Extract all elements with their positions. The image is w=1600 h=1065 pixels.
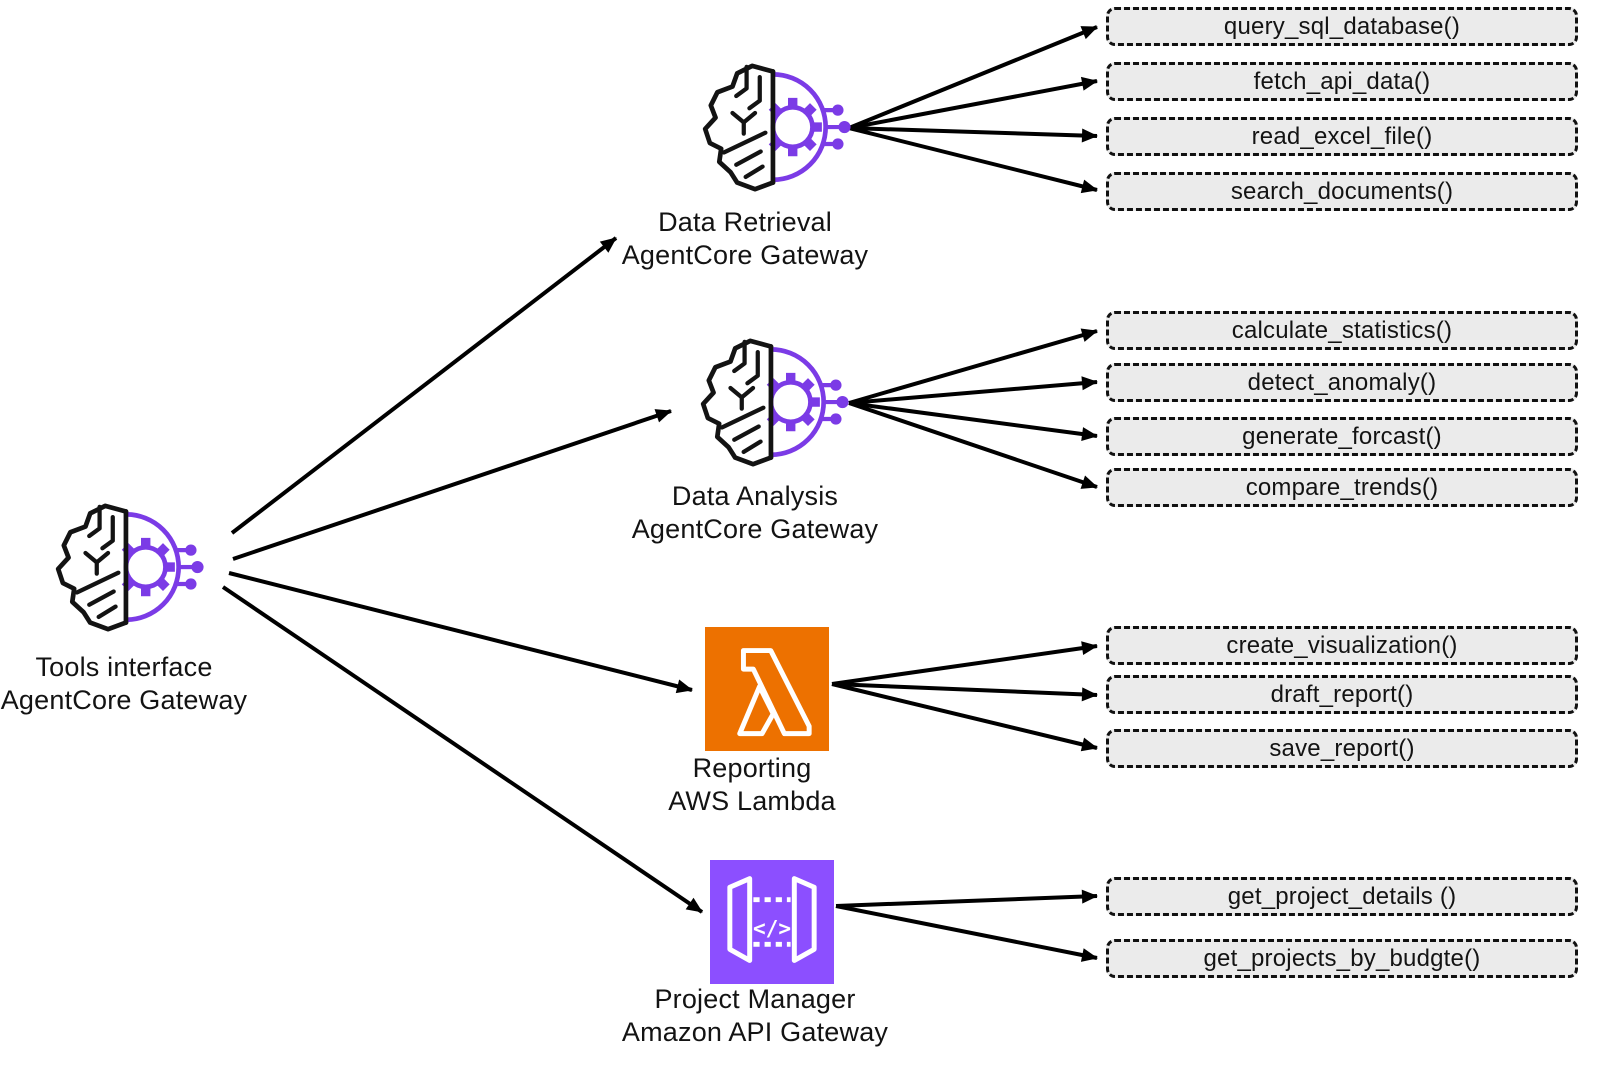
tools-interface-gateway-label: Tools interface AgentCore Gateway: [0, 651, 284, 717]
agentcore-brain-icon: [690, 332, 850, 474]
tool-box-fetch-api-data: fetch_api_data(): [1106, 62, 1578, 101]
node-label-line: Data Retrieval: [658, 207, 832, 237]
node-label-line: Amazon API Gateway: [621, 1017, 889, 1047]
node-label-line: AgentCore Gateway: [621, 240, 869, 270]
node-label-line: Reporting: [692, 753, 812, 783]
node-label-line: AgentCore Gateway: [631, 514, 879, 544]
tool-box-compare-trends: compare_trends(): [1106, 468, 1578, 507]
project-manager-gateway-label: Project Manager Amazon API Gateway: [595, 983, 915, 1049]
node-label-line: AWS Lambda: [668, 786, 836, 816]
tool-box-query-sql-database: query_sql_database(): [1106, 7, 1578, 46]
reporting-lambda-label: Reporting AWS Lambda: [592, 752, 912, 818]
tool-box-calculate-statistics: calculate_statistics(): [1106, 311, 1578, 350]
node-label-line: AgentCore Gateway: [0, 685, 248, 715]
tool-box-generate-forcast: generate_forcast(): [1106, 417, 1578, 456]
data-retrieval-gateway-label: Data Retrieval AgentCore Gateway: [585, 206, 905, 272]
amazon-api-gateway-icon: [710, 860, 834, 984]
tool-box-get-project-details: get_project_details (): [1106, 877, 1578, 916]
tool-box-detect-anomaly: detect_anomaly(): [1106, 363, 1578, 402]
aws-lambda-icon: [705, 627, 829, 751]
tool-box-search-documents: search_documents(): [1106, 172, 1578, 211]
tool-box-create-visualization: create_visualization(): [1106, 626, 1578, 665]
node-label-line: Tools interface: [35, 652, 213, 682]
tool-box-draft-report: draft_report(): [1106, 675, 1578, 714]
agentcore-brain-icon: [692, 57, 852, 199]
node-label-line: Data Analysis: [671, 481, 839, 511]
tool-box-save-report: save_report(): [1106, 729, 1578, 768]
data-analysis-gateway-label: Data Analysis AgentCore Gateway: [595, 480, 915, 546]
tool-box-read-excel-file: read_excel_file(): [1106, 117, 1578, 156]
node-label-line: Project Manager: [654, 984, 856, 1014]
tool-box-get-projects-by-budget: get_projects_by_budgte(): [1106, 939, 1578, 978]
agentcore-brain-icon: [45, 497, 205, 639]
